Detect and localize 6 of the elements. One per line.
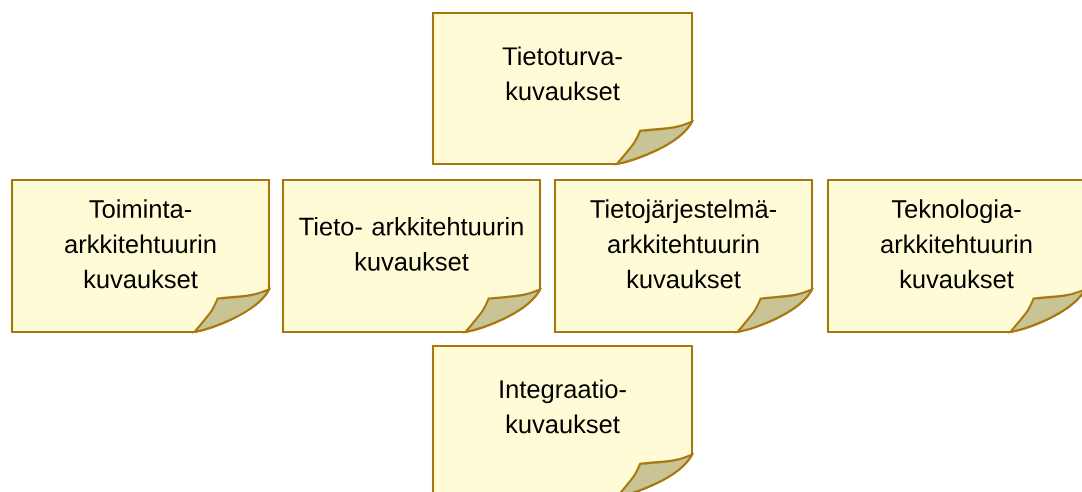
note-box: Tietoturva- kuvaukset bbox=[431, 11, 694, 166]
note-box: Toiminta- arkkitehtuurin kuvaukset bbox=[10, 178, 271, 334]
note-box: Tieto- arkkitehtuurin kuvaukset bbox=[281, 178, 542, 334]
note-box: Integraatio- kuvaukset bbox=[431, 344, 694, 492]
note-box: Teknologia- arkkitehtuurin kuvaukset bbox=[826, 178, 1082, 334]
note-box: Tietojärjestelmä- arkkitehtuurin kuvaukset bbox=[553, 178, 814, 334]
